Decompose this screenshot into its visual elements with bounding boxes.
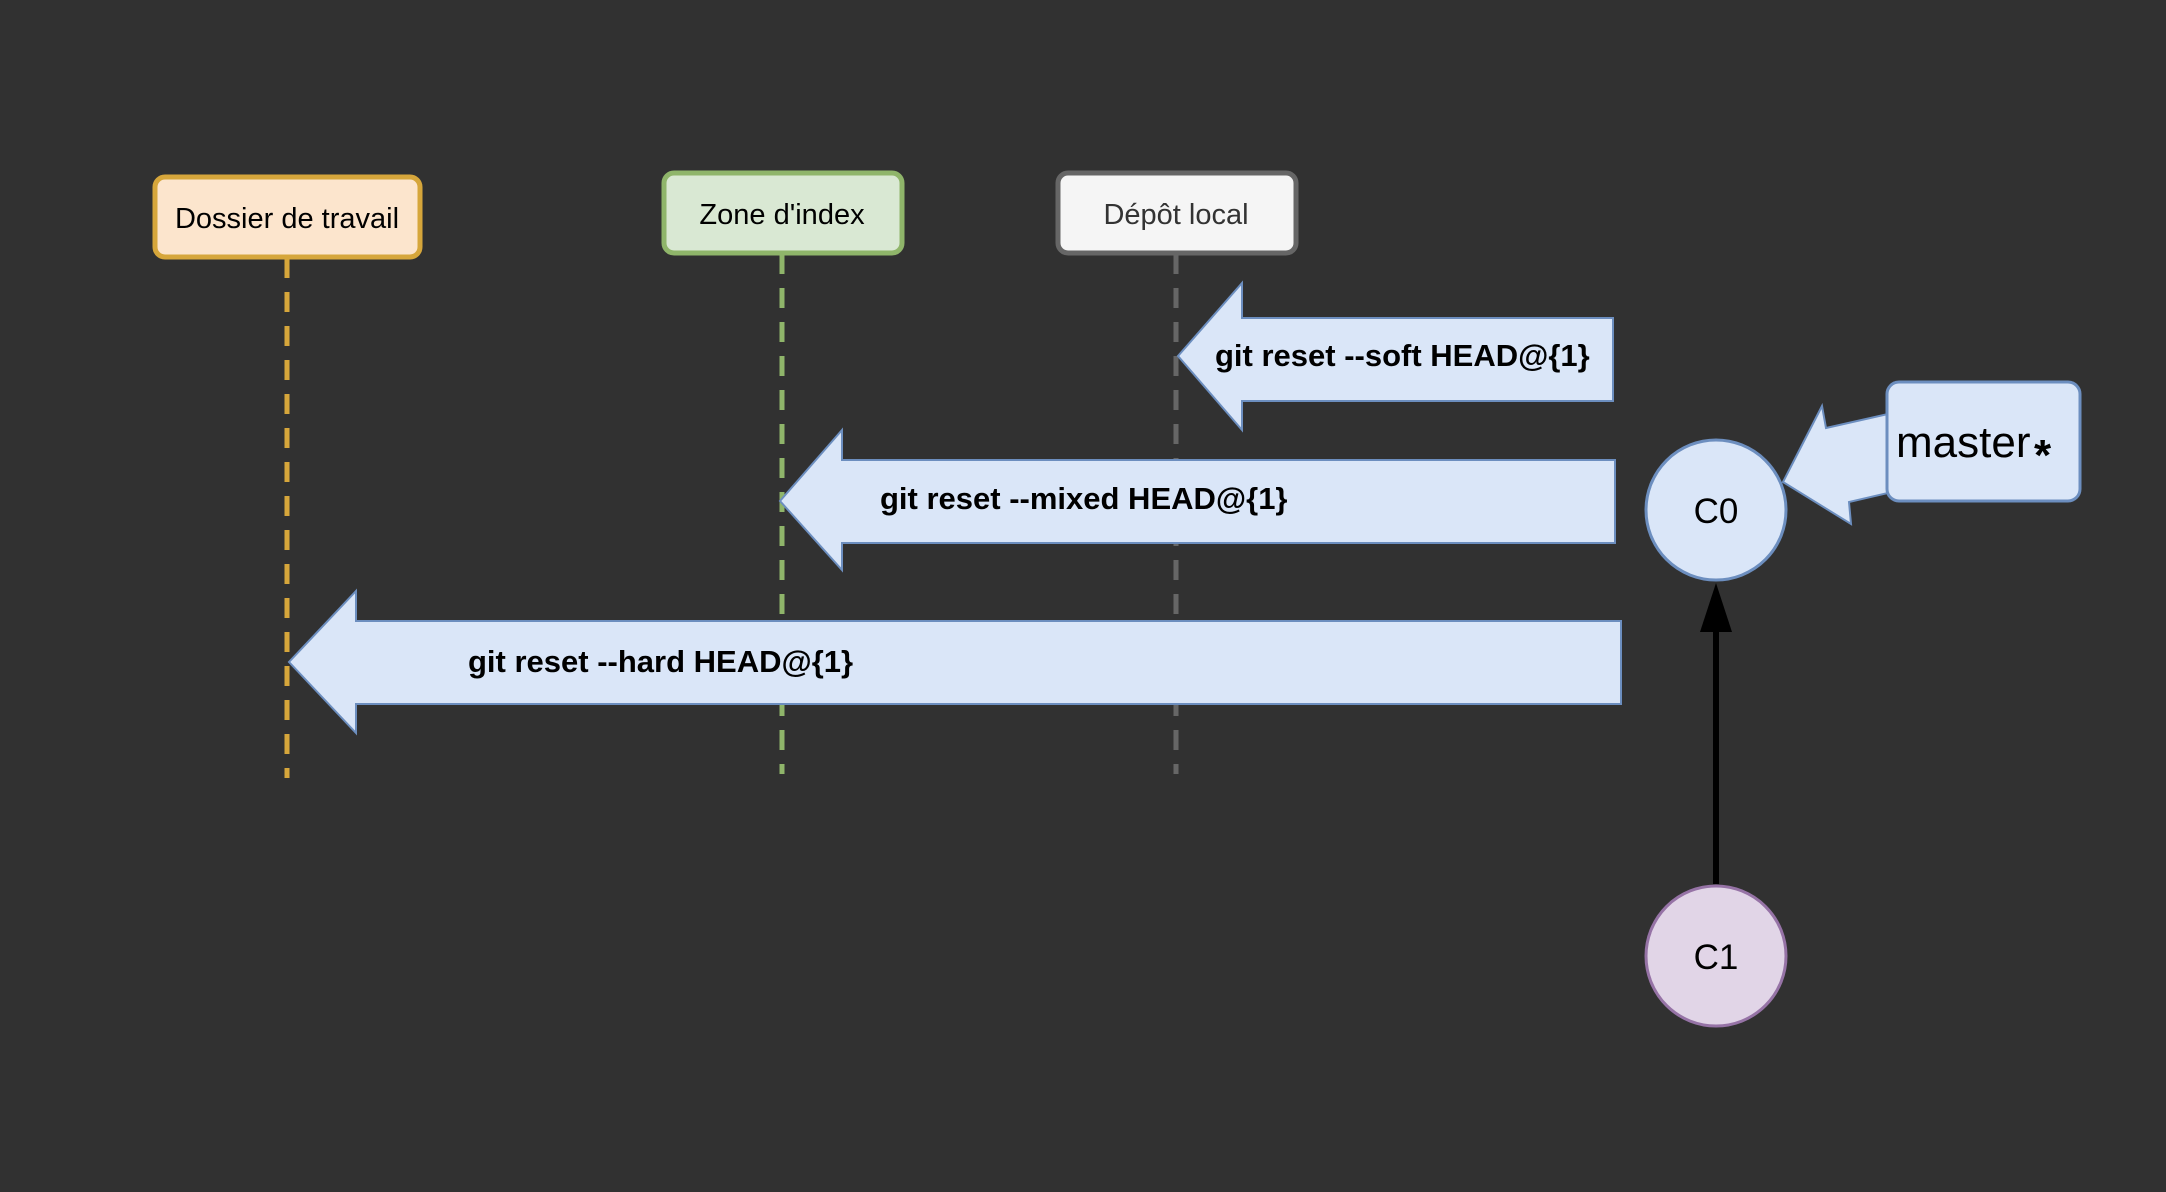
arrow-shape — [1176, 280, 1614, 433]
arrow-label: git reset --soft HEAD@{1} — [1215, 338, 1590, 373]
reset-hard-arrow: git reset --hard HEAD@{1} — [287, 588, 1622, 736]
lane-depot-local: Dépôt local — [1055, 170, 1299, 256]
branch-marker: * — [2034, 431, 2052, 480]
lane-dossier-de-travail: Dossier de travail — [152, 174, 423, 260]
branch-box — [1885, 380, 2082, 503]
commit-label: C0 — [1694, 492, 1739, 531]
arrow-label: git reset --hard HEAD@{1} — [468, 644, 853, 679]
lane-box — [1055, 170, 1299, 256]
lane-label: Dépôt local — [1103, 199, 1248, 231]
edge-arrowhead — [1700, 583, 1732, 632]
branch-master-pointer: master * — [1781, 380, 2082, 526]
commit-c1: C1 — [1644, 884, 1788, 1028]
branch-pointer-arrow — [1781, 402, 1889, 526]
commit-circle — [1644, 438, 1788, 582]
commit-c0: C0 — [1644, 438, 1788, 582]
arrow-shape — [287, 588, 1622, 736]
lane-zone-index: Zone d'index — [661, 170, 905, 256]
lane-box — [661, 170, 905, 256]
arrow-shape — [778, 427, 1616, 573]
lane-label: Dossier de travail — [175, 203, 399, 235]
commit-parent-edge — [1700, 583, 1732, 884]
commit-label: C1 — [1694, 938, 1739, 977]
reset-mixed-arrow: git reset --mixed HEAD@{1} — [778, 427, 1616, 573]
lane-box — [152, 174, 423, 260]
reset-soft-arrow: git reset --soft HEAD@{1} — [1176, 280, 1614, 433]
commit-circle — [1644, 884, 1788, 1028]
branch-label: master — [1896, 418, 2030, 467]
lane-label: Zone d'index — [699, 199, 865, 231]
arrow-label: git reset --mixed HEAD@{1} — [880, 481, 1288, 516]
